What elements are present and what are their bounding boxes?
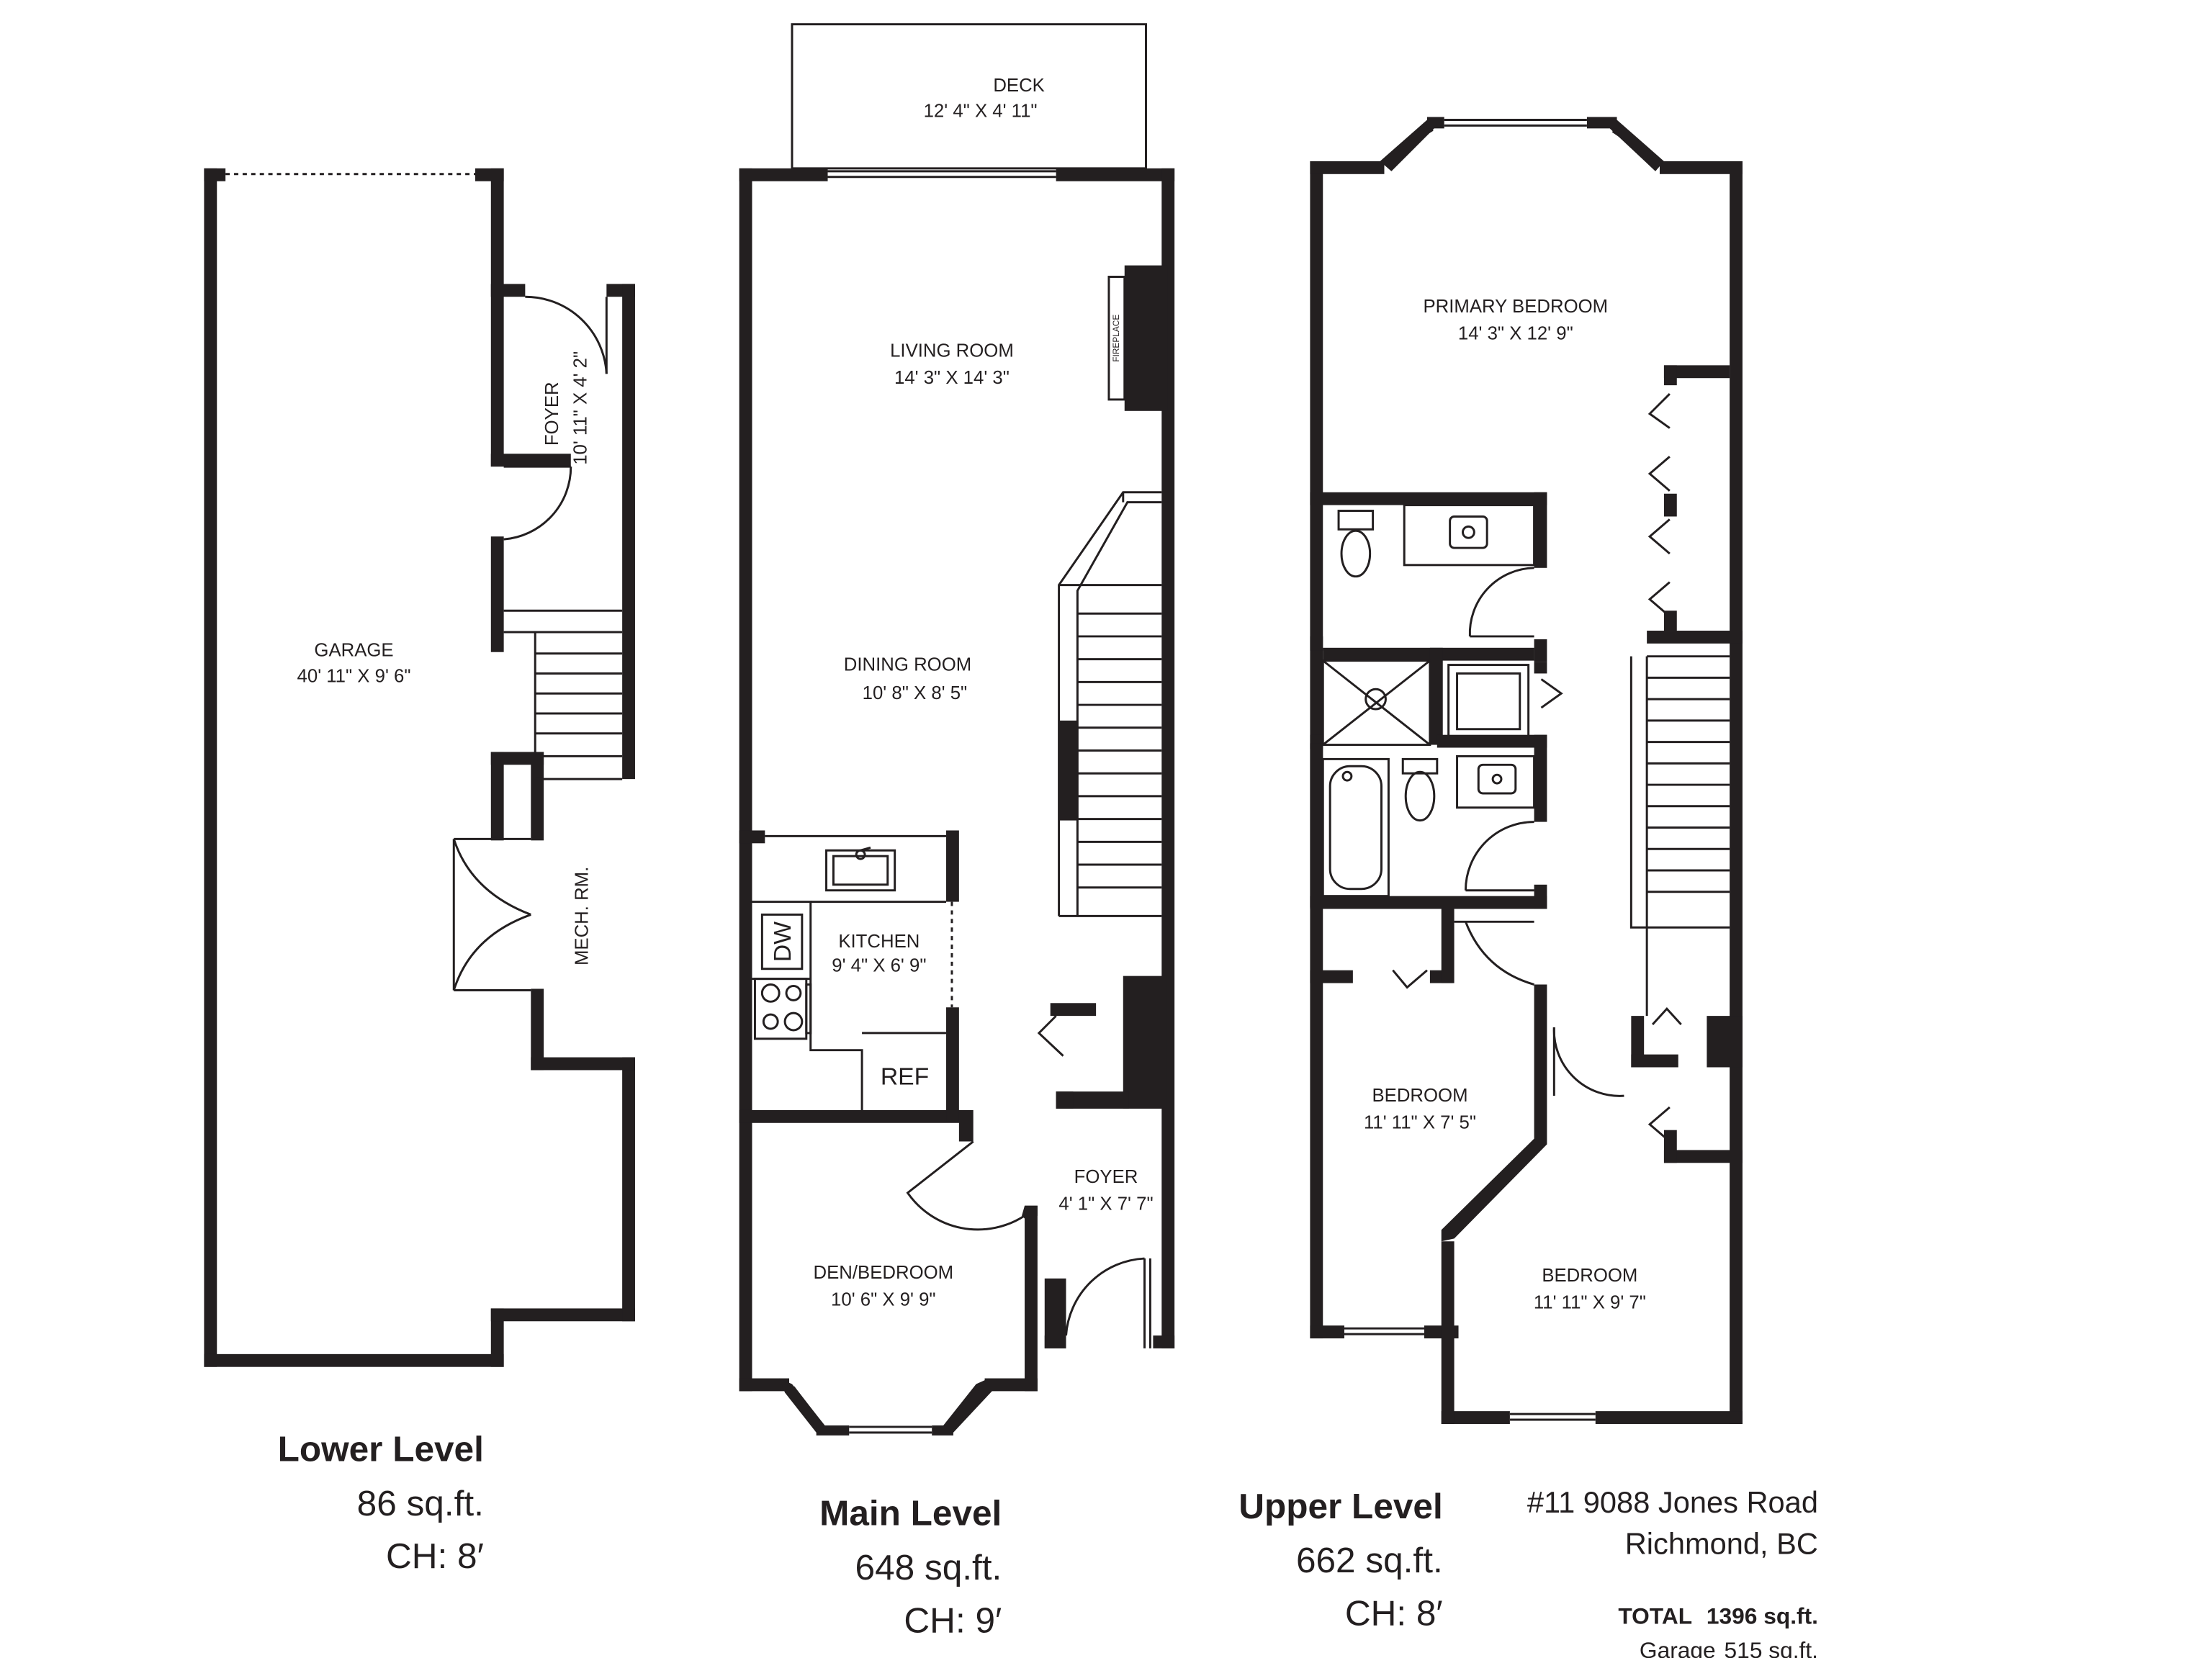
lower-level-area: 86 sq.ft. — [357, 1484, 484, 1523]
property-info: #11 9088 Jones Road Richmond, BC TOTAL 13… — [1527, 1485, 1818, 1658]
lower-level-ceiling: CH: 8′ — [386, 1536, 484, 1576]
main-foyer-dims: 4' 1" X 7' 7" — [1058, 1194, 1153, 1215]
primary-bedroom-dims: 14' 3" X 12' 9" — [1458, 324, 1573, 344]
dw-label: DW — [770, 922, 796, 962]
main-level-plan: DECK 12' 4" X 4' 11" FIREPLACE — [739, 23, 1175, 1436]
lower-foyer-label: FOYER — [542, 382, 562, 446]
upper-level-plan: PRIMARY BEDROOM 14' 3" X 12' 9" BEDROOM … — [1310, 117, 1743, 1424]
dining-room-label: DINING ROOM — [844, 655, 971, 675]
den-label: DEN/BEDROOM — [814, 1263, 954, 1283]
lower-level-plan: GARAGE 40' 11" X 9' 6" FOYER 10' 11" X 4… — [204, 168, 635, 1367]
living-room-dims: 14' 3" X 14' 3" — [894, 368, 1010, 388]
garage-label: GARAGE — [314, 641, 393, 661]
upper-level-title: Upper Level — [1238, 1487, 1443, 1526]
dining-room-dims: 10' 8" X 8' 5" — [863, 683, 968, 703]
upper-level-area: 662 sq.ft. — [1296, 1541, 1443, 1580]
deck-label: DECK — [993, 76, 1045, 96]
lower-level-caption: Lower Level 86 sq.ft. CH: 8′ — [278, 1429, 484, 1576]
garage-area-value: 515 sq.ft. — [1725, 1637, 1818, 1658]
main-level-area: 648 sq.ft. — [855, 1548, 1002, 1587]
lower-foyer-dims: 10' 11" X 4' 2" — [571, 351, 591, 465]
lower-level-title: Lower Level — [278, 1429, 484, 1469]
address-line-1: #11 9088 Jones Road — [1527, 1485, 1818, 1519]
main-level-caption: Main Level 648 sq.ft. CH: 9′ — [819, 1494, 1002, 1641]
den-dims: 10' 6" X 9' 9" — [831, 1289, 936, 1310]
garage-dims: 40' 11" X 9' 6" — [297, 666, 411, 686]
primary-bedroom-label: PRIMARY BEDROOM — [1424, 297, 1609, 317]
main-level-ceiling: CH: 9′ — [904, 1600, 1002, 1640]
main-foyer-label: FOYER — [1074, 1167, 1138, 1187]
kitchen-label: KITCHEN — [838, 932, 920, 952]
main-level-title: Main Level — [819, 1494, 1002, 1533]
stairs — [1058, 491, 1162, 917]
fireplace-label: FIREPLACE — [1111, 315, 1121, 362]
garage-area-label: Garage — [1640, 1637, 1716, 1658]
bedroom-2-dims: 11' 11" X 7' 5" — [1364, 1113, 1476, 1133]
mech-room-label: MECH. RM. — [572, 867, 593, 965]
bedroom-2-label: BEDROOM — [1372, 1086, 1467, 1106]
total-label: TOTAL — [1618, 1603, 1692, 1628]
kitchen-dims: 9' 4" X 6' 9" — [832, 956, 926, 976]
upper-level-ceiling: CH: 8′ — [1345, 1593, 1443, 1633]
total-area: TOTAL 1396 sq.ft. — [1618, 1603, 1818, 1628]
deck-dims: 12' 4" X 4' 11" — [924, 102, 1038, 122]
living-room-label: LIVING ROOM — [890, 341, 1014, 361]
bedroom-3-label: BEDROOM — [1542, 1266, 1637, 1286]
stairs — [503, 609, 623, 780]
bedroom-3-dims: 11' 11" X 9' 7" — [1534, 1292, 1646, 1312]
upper-level-caption: Upper Level 662 sq.ft. CH: 8′ — [1238, 1487, 1443, 1634]
ref-label: REF — [881, 1063, 929, 1090]
address-line-2: Richmond, BC — [1625, 1526, 1818, 1560]
total-value: 1396 sq.ft. — [1707, 1603, 1818, 1628]
garage-area: Garage 515 sq.ft. — [1640, 1637, 1818, 1658]
stairs — [1629, 655, 1730, 1017]
